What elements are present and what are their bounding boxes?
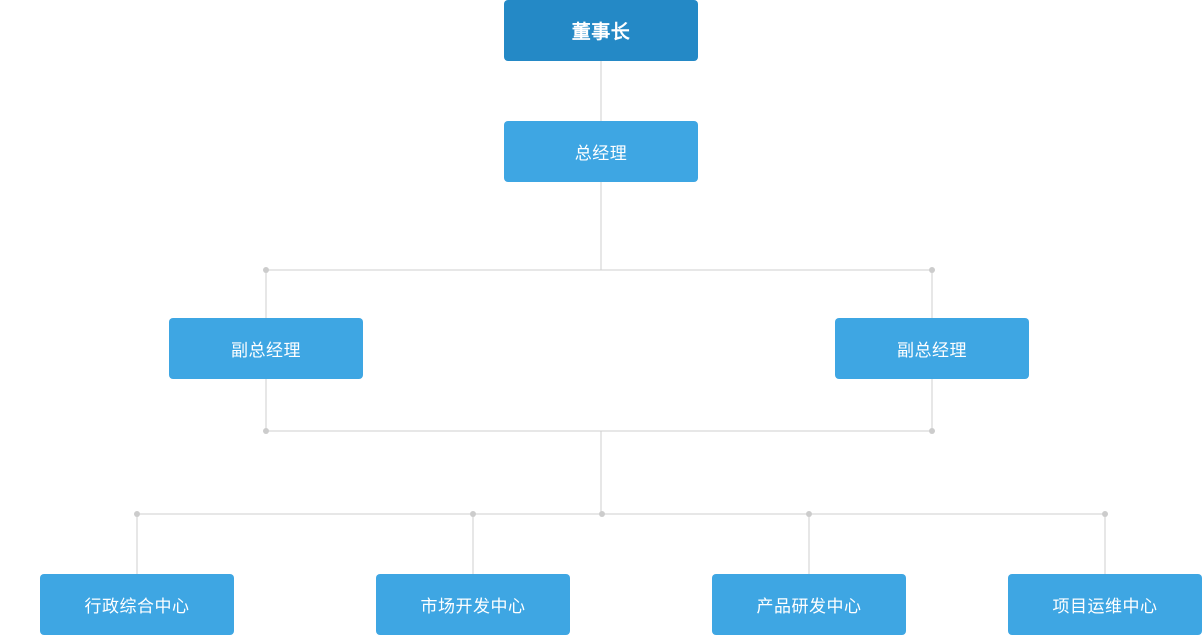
junction-dot xyxy=(470,511,476,517)
junction-dot xyxy=(263,428,269,434)
center-box-product: 产品研发中心 xyxy=(712,574,906,635)
deputy-manager-label: 副总经理 xyxy=(897,341,967,361)
junction-dot xyxy=(806,511,812,517)
chairman-box: 董事长 xyxy=(504,0,698,61)
general-manager-box: 总经理 xyxy=(504,121,698,182)
junction-dot xyxy=(1102,511,1108,517)
center-label: 行政综合中心 xyxy=(84,597,190,617)
deputy-manager-box-left: 副总经理 xyxy=(169,318,363,379)
junction-dot xyxy=(134,511,140,517)
junction-dot xyxy=(929,267,935,273)
center-label: 产品研发中心 xyxy=(756,597,862,617)
center-label: 项目运维中心 xyxy=(1052,597,1158,617)
deputy-manager-box-right: 副总经理 xyxy=(835,318,1029,379)
center-box-operations: 项目运维中心 xyxy=(1008,574,1202,635)
deputy-manager-label: 副总经理 xyxy=(231,341,301,361)
junction-dot xyxy=(263,267,269,273)
chairman-label: 董事长 xyxy=(571,21,631,43)
center-label: 市场开发中心 xyxy=(420,597,526,617)
junction-dot xyxy=(599,511,605,517)
general-manager-label: 总经理 xyxy=(574,144,628,164)
junction-dot xyxy=(929,428,935,434)
center-box-admin: 行政综合中心 xyxy=(40,574,234,635)
center-box-market: 市场开发中心 xyxy=(376,574,570,635)
